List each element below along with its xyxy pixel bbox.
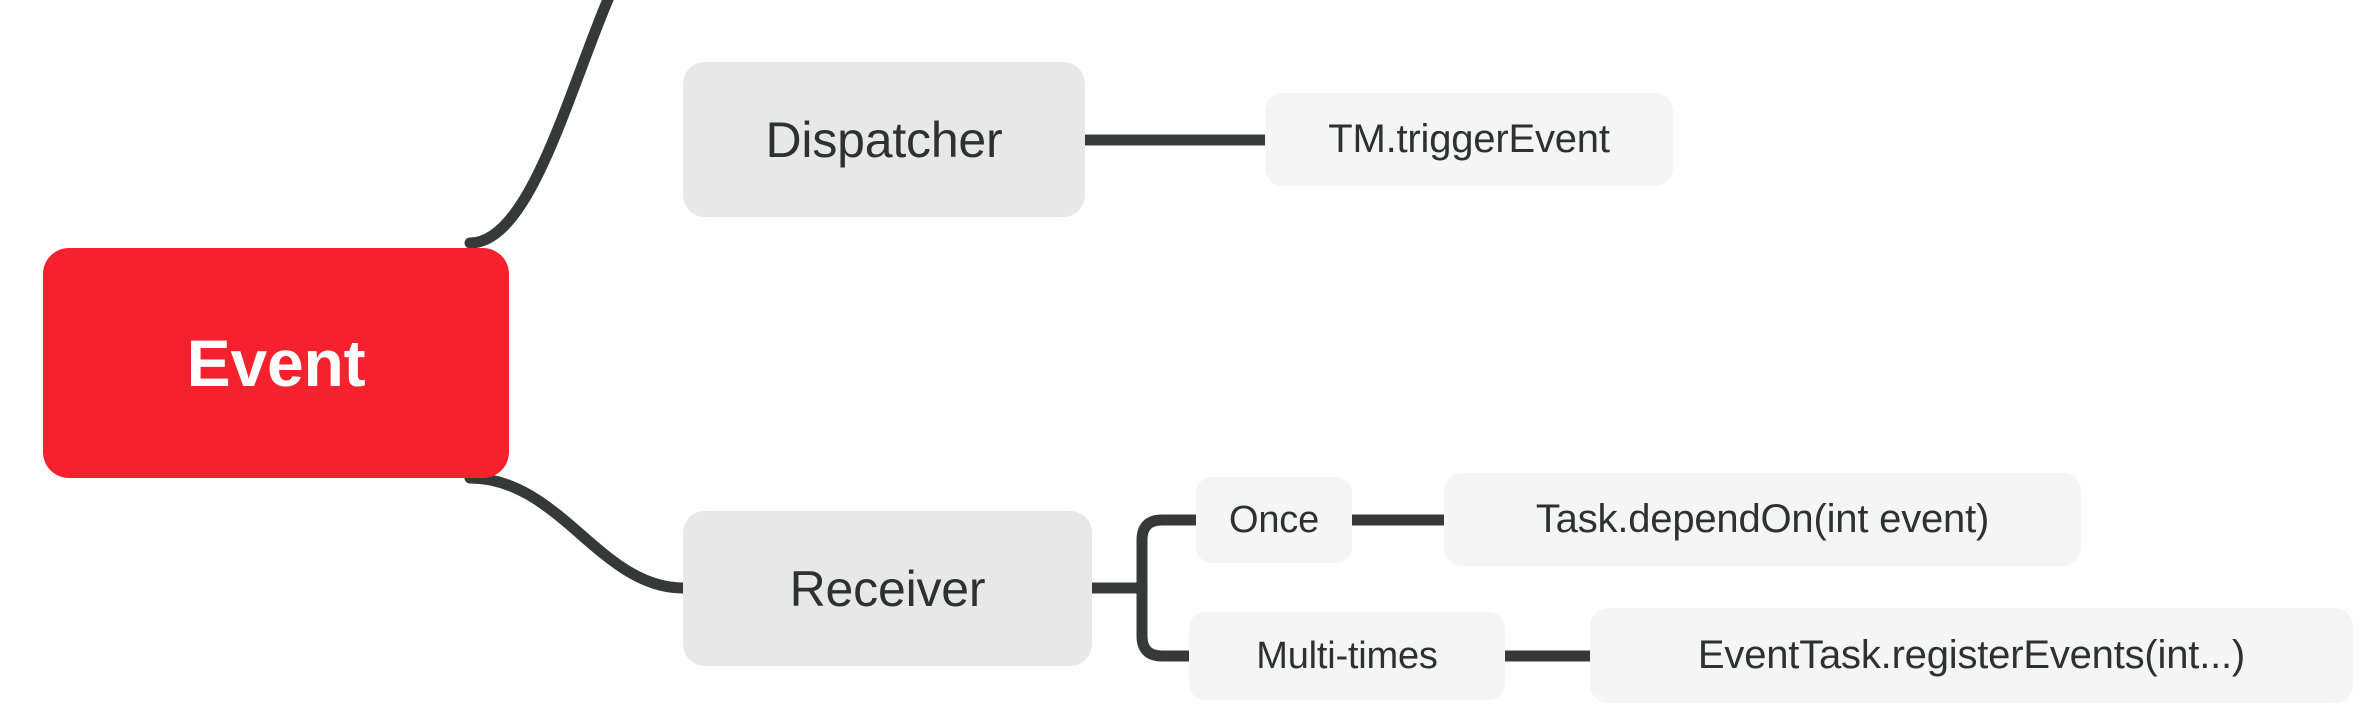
- branch-node-receiver[interactable]: Receiver: [683, 511, 1092, 666]
- leaf-node-task-dependon[interactable]: Task.dependOn(int event): [1444, 473, 2081, 566]
- sub-node-once[interactable]: Once: [1196, 477, 1352, 563]
- edge-event-dispatcher: [464, 0, 614, 249]
- root-node-event[interactable]: Event: [43, 248, 509, 478]
- leaf-node-eventtask-registerevents-label: EventTask.registerEvents(int...): [1697, 633, 2246, 677]
- branch-node-receiver-label: Receiver: [789, 560, 986, 617]
- root-node-label: Event: [186, 326, 366, 400]
- edge-event-receiver: [464, 472, 689, 594]
- edge-receiver-once: [1136, 514, 1202, 594]
- leaf-node-tm-triggerevent-label: TM.triggerEvent: [1328, 117, 1610, 161]
- sub-node-multi-times[interactable]: Multi-times: [1189, 612, 1505, 700]
- leaf-node-eventtask-registerevents[interactable]: EventTask.registerEvents(int...): [1590, 608, 2353, 703]
- branch-node-dispatcher[interactable]: Dispatcher: [683, 62, 1085, 217]
- leaf-node-task-dependon-label: Task.dependOn(int event): [1535, 497, 1990, 541]
- edge-receiver-multitimes: [1136, 582, 1202, 662]
- sub-node-once-label: Once: [1228, 498, 1320, 541]
- sub-node-multi-times-label: Multi-times: [1256, 634, 1438, 677]
- leaf-node-tm-triggerevent[interactable]: TM.triggerEvent: [1265, 93, 1673, 186]
- branch-node-dispatcher-label: Dispatcher: [765, 111, 1003, 168]
